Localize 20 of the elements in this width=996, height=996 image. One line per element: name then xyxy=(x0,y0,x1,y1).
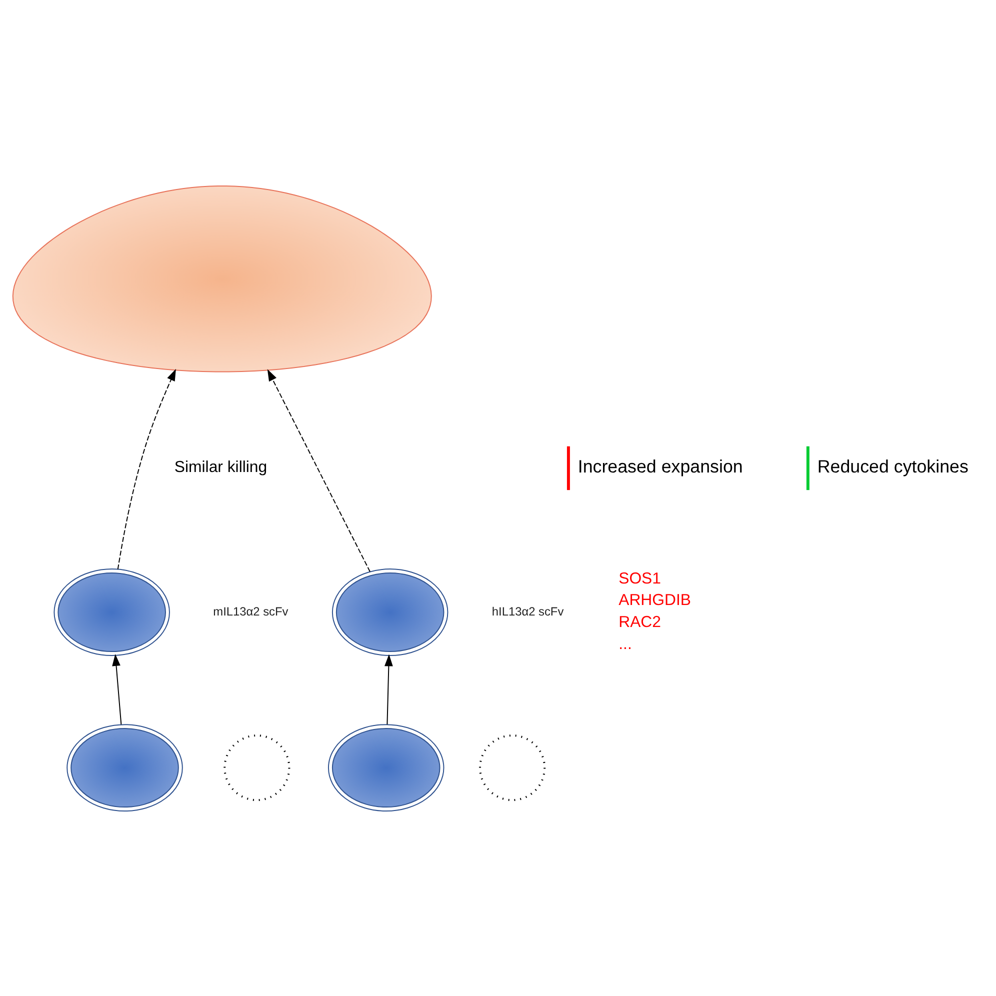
arrow xyxy=(267,368,370,572)
node-picture xyxy=(54,568,170,656)
arrow xyxy=(112,654,122,724)
node-picture xyxy=(328,724,444,812)
label: SOS1 xyxy=(618,570,661,587)
node-circle xyxy=(479,734,546,801)
node-picture xyxy=(332,568,448,656)
label: Reduced cytokines xyxy=(817,456,968,476)
label: hIL13α2 scFv xyxy=(492,604,564,618)
node-picture xyxy=(12,184,432,372)
label: Increased expansion xyxy=(578,456,743,476)
arrow xyxy=(384,654,393,724)
arrow xyxy=(117,368,176,570)
label: ... xyxy=(618,635,632,652)
node-circle xyxy=(224,734,290,801)
label: ARHGDIB xyxy=(618,592,691,609)
label: RAC2 xyxy=(618,613,661,630)
label: Similar killing xyxy=(174,458,268,476)
label: mIL13α2 scFv xyxy=(213,604,288,618)
node-picture xyxy=(66,724,183,812)
